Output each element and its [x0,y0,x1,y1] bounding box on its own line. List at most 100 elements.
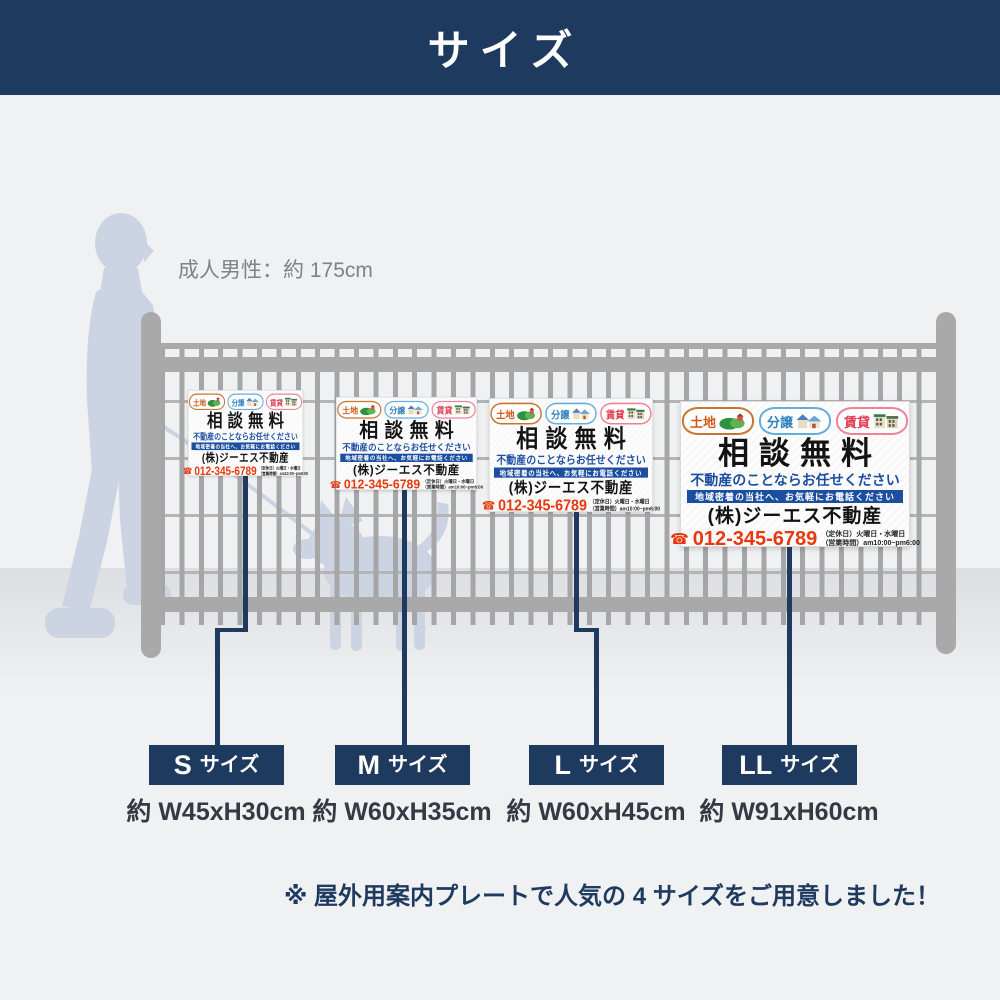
badge-bunjo: 分譲 [545,402,597,425]
size-dimension-m: 約 W60xH35cm [312,798,492,826]
sign-banner: 地域密着の当社へ、お気軽にお電話ください [191,442,300,451]
phone-note-line2: （営業時間）am10:00~pm6:00 [589,506,661,513]
fence-post-right [936,312,956,654]
real-estate-sign: 土地 分譲 賃貸 [183,390,308,477]
sign-subtitle: 不動産のことならお任せください [193,431,298,442]
sign-company: (株)ジーエス不動産 [352,463,461,478]
sign-size-m: 土地 分譲 賃貸 [330,397,483,491]
size-dimension-l: 約 W60xH45cm [506,798,686,826]
hill-icon [360,404,376,416]
houses-icon [796,414,822,429]
sign-badge-row: 土地 分譲 賃貸 [490,402,652,425]
phone-number: 012-345-6789 [194,464,257,478]
houses-icon [571,408,590,420]
leader-line-s [215,628,248,632]
sign-title: 相談無料 [359,419,460,442]
badge-bunjo: 分譲 [227,393,264,411]
buildings-icon [873,414,899,429]
leader-line-l [594,628,599,745]
size-letter: S [173,749,192,780]
leader-line-m [402,490,407,745]
header: サイズ [0,0,1000,95]
badge-rental: 賃貸 [266,393,303,411]
fence-rail-top [150,357,946,372]
badge-land: 土地 [681,407,754,435]
sign-title: 相談無料 [207,410,289,432]
badge-land: 土地 [490,402,542,425]
badge-bunjo-label: 分譲 [551,408,570,421]
adult-height-label: 成人男性：約 175cm [178,259,373,282]
badge-rental-label: 賃貸 [436,405,453,416]
phone-number: 012-345-6789 [692,528,818,550]
hill-icon [719,413,745,430]
size-tag-s: S サイズ [149,745,284,785]
phone-hours-note: （定休日）火曜日・水曜日 （営業時間）am10:00~pm6:00 [423,479,483,491]
phone-note-line1: （定休日）火曜日・水曜日 [589,499,650,505]
phone-note-line1: （定休日）火曜日・水曜日 [422,479,475,485]
fence-post-left [141,312,161,658]
badge-rental-label: 賃貸 [844,414,871,430]
phone-note-line2: （営業時間）am10:00~pm6:00 [422,485,484,491]
size-suffix: サイズ [199,754,260,776]
phone-hours-note: （定休日）火曜日・水曜日 （営業時間）am10:00~pm6:00 [259,466,308,477]
size-letter: L [554,749,572,780]
sign-company: (株)ジーエス不動産 [201,451,290,465]
sign-badge-row: 土地 分譲 賃貸 [188,393,303,411]
hill-icon [517,407,536,421]
sign-badge-row: 土地 分譲 賃貸 [681,407,909,435]
badge-rental: 賃貸 [431,400,476,419]
size-suffix: サイズ [388,754,448,776]
size-suffix: サイズ [579,754,639,776]
badge-bunjo-label: 分譲 [766,414,793,430]
leader-line-s [243,476,248,632]
badge-rental-label: 賃貸 [605,408,625,421]
phone-icon: ☎ [329,479,342,491]
page-title: サイズ [427,27,583,74]
badge-land-label: 土地 [192,397,206,407]
sign-phone-row: ☎ 012-345-6789 （定休日）火曜日・水曜日 （営業時間）am10:0… [183,465,308,477]
badge-bunjo-label: 分譲 [231,397,245,407]
sign-badge-row: 土地 分譲 賃貸 [337,400,476,419]
badge-land-label: 土地 [496,408,515,421]
sign-subtitle: 不動産のことならお任せください [690,472,900,488]
houses-icon [407,405,423,415]
sign-subtitle: 不動産のことならお任せください [496,453,646,466]
sign-phone-row: ☎ 012-345-6789 （定休日）火曜日・水曜日 （営業時間）am10:0… [670,529,920,549]
size-tag-m: M サイズ [335,745,470,785]
size-suffix: サイズ [780,754,840,776]
fence-rail-bottom [150,597,946,612]
phone-note-line1: （定休日）火曜日・水曜日 [821,530,906,538]
badge-land: 土地 [337,400,382,419]
phone-hours-note: （定休日）火曜日・水曜日 （営業時間）am10:00~pm6:00 [590,499,660,513]
real-estate-sign: 土地 分譲 賃貸 [330,397,483,491]
sign-size-s: 土地 分譲 賃貸 [183,390,308,477]
footnote: ※ 屋外用案内プレートで人気の 4 サイズをご用意しました！ [284,883,940,910]
badge-bunjo: 分譲 [758,407,831,435]
badge-rental-label: 賃貸 [270,397,284,407]
buildings-icon [627,408,645,420]
leader-line-l [574,628,599,632]
badge-land-label: 土地 [689,414,716,430]
sign-phone-row: ☎ 012-345-6789 （定休日）火曜日・水曜日 （営業時間）am10:0… [482,498,660,514]
badge-bunjo-label: 分譲 [389,405,406,416]
sign-banner: 地域密着の当社へ、お気軽にお電話ください [493,467,648,478]
badge-rental: 賃貸 [600,402,652,425]
leader-line-ll [787,547,792,745]
phone-icon: ☎ [481,499,496,513]
sign-banner: 地域密着の当社へ、お気軽にお電話ください [687,490,903,503]
buildings-icon [454,405,470,415]
size-dimension-ll: 約 W91xH60cm [699,798,879,826]
leader-line-s [215,628,220,745]
badge-land: 土地 [188,393,225,411]
size-letter: LL [739,749,773,780]
badge-land-label: 土地 [342,405,359,416]
real-estate-sign: 土地 分譲 賃貸 [482,398,660,514]
size-letter: M [357,749,381,780]
phone-note-line1: （定休日）火曜日・水曜日 [258,466,301,471]
badge-bunjo: 分譲 [384,400,429,419]
phone-number: 012-345-6789 [498,497,587,515]
sign-size-ll: 土地 分譲 賃貸 [670,401,920,549]
sign-phone-row: ☎ 012-345-6789 （定休日）火曜日・水曜日 （営業時間）am10:0… [330,479,483,492]
sign-banner: 地域密着の当社へ、お気軽にお電話ください [340,453,473,462]
